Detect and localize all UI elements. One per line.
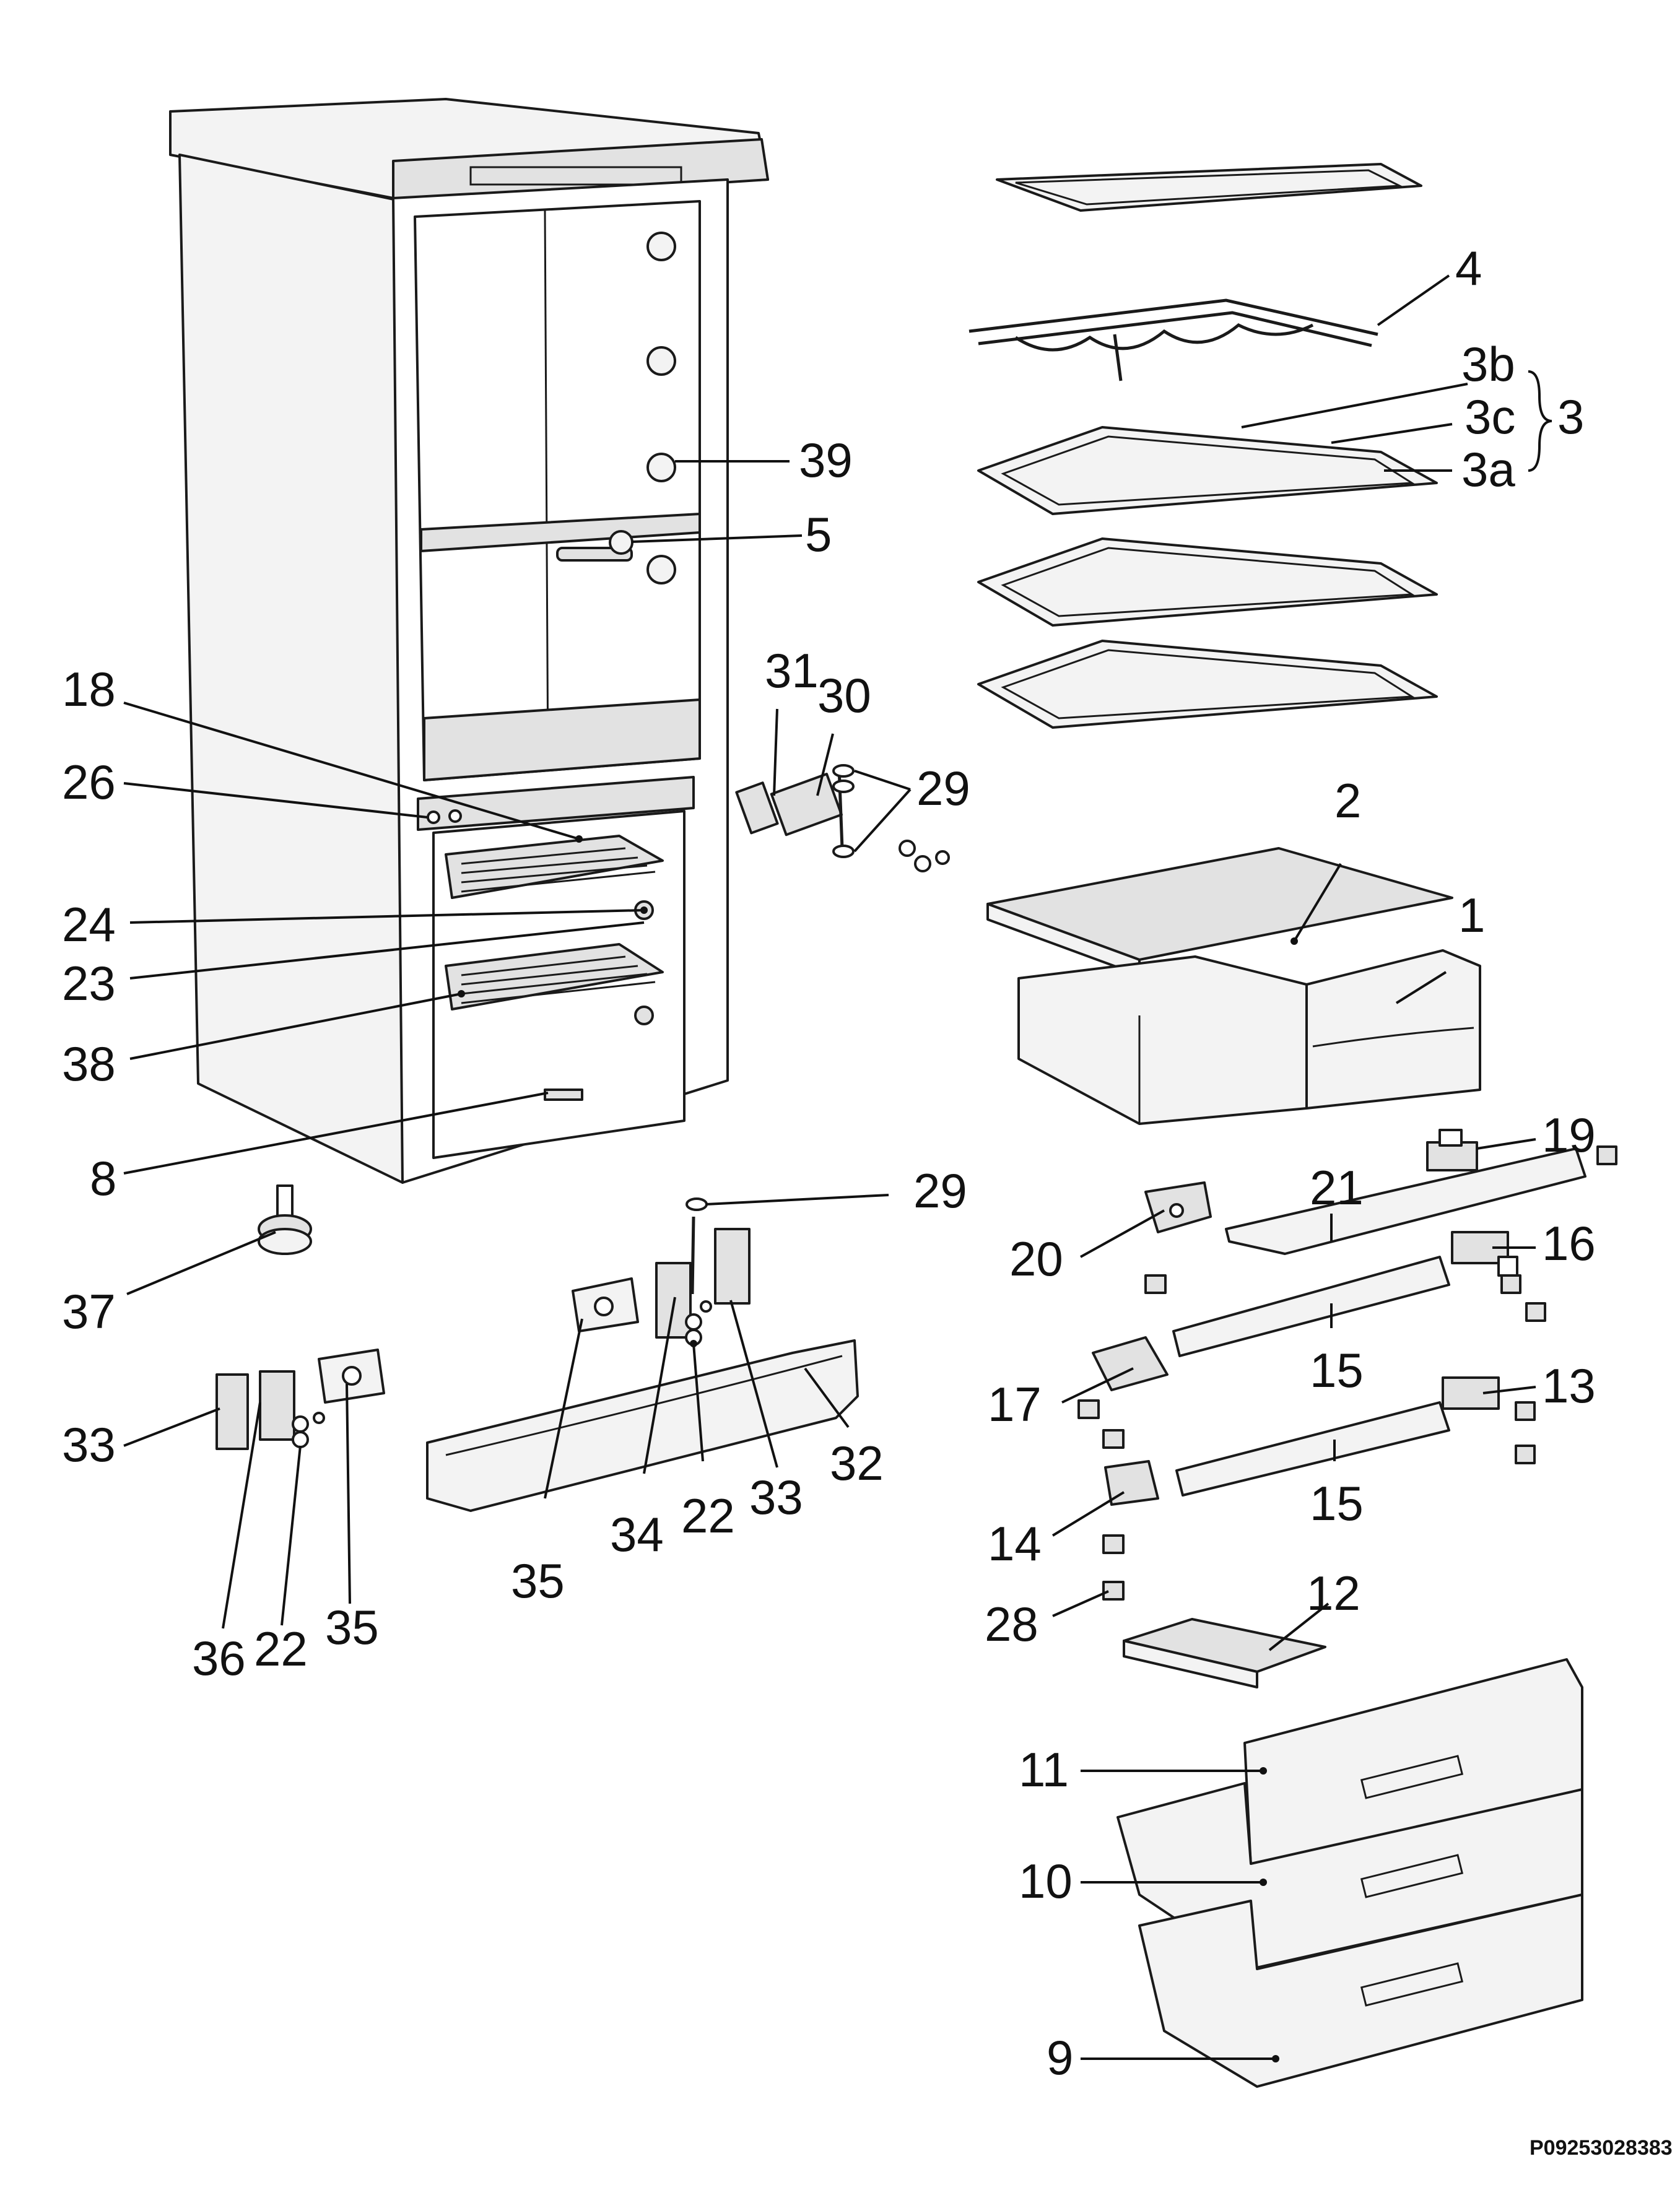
label-20: 20 <box>1009 1232 1063 1286</box>
label-3: 3 <box>1557 389 1584 444</box>
label-2: 2 <box>1334 773 1361 828</box>
flap-bracket-14 <box>1104 1460 1159 1506</box>
label-23: 23 <box>62 956 116 1010</box>
label-37: 37 <box>62 1284 116 1339</box>
label-33-left: 33 <box>62 1417 116 1472</box>
lower-door-hinge <box>655 1197 751 1346</box>
label-22-left: 22 <box>254 1622 308 1676</box>
crisper-drawer-left <box>1017 955 1308 1125</box>
flap-bar-15-lower <box>1175 1401 1450 1497</box>
label-14: 14 <box>988 1516 1042 1571</box>
flap-bracket-17 <box>1092 1336 1169 1391</box>
label-26: 26 <box>62 755 116 809</box>
label-24: 24 <box>62 897 116 952</box>
wine-rack <box>968 298 1378 381</box>
shelf-support-pegs <box>646 232 676 584</box>
crisper-cover <box>986 847 1453 976</box>
label-32: 32 <box>830 1436 884 1490</box>
label-31: 31 <box>765 643 819 698</box>
label-10: 10 <box>1019 1854 1073 1908</box>
label-19: 19 <box>1542 1108 1596 1162</box>
label-3a: 3a <box>1461 442 1515 497</box>
label-16: 16 <box>1542 1216 1596 1271</box>
flap-bracket-20 <box>1144 1181 1212 1233</box>
glass-shelf-top <box>996 163 1422 212</box>
label-9: 9 <box>1047 2030 1073 2085</box>
label-1: 1 <box>1458 888 1485 942</box>
label-35-left: 35 <box>325 1600 379 1654</box>
label-15-lower: 15 <box>1310 1476 1364 1531</box>
freezer-drawer-bottom <box>1138 1893 1583 2088</box>
drain-channel <box>544 1088 583 1101</box>
label-34: 34 <box>610 1507 664 1562</box>
label-29-lower: 29 <box>913 1163 967 1218</box>
hinge-cover-35 <box>572 1277 639 1332</box>
fridge-floor <box>423 698 701 781</box>
glass-shelf-middle <box>977 537 1438 627</box>
glass-shelf-lower <box>977 640 1438 729</box>
leader-lines <box>123 274 1552 2060</box>
evaporator-grid-lower <box>445 943 664 1010</box>
label-21: 21 <box>1310 1160 1364 1215</box>
label-28: 28 <box>985 1597 1038 1651</box>
label-39: 39 <box>799 433 853 487</box>
crisper-drawer-right <box>1305 949 1481 1110</box>
label-38: 38 <box>62 1036 116 1091</box>
control-panel <box>417 776 695 831</box>
label-11: 11 <box>1019 1742 1069 1797</box>
label-8: 8 <box>90 1151 116 1206</box>
flap-bar-15-upper <box>1172 1256 1450 1357</box>
leader-dots <box>458 835 1298 2062</box>
label-18: 18 <box>62 662 116 716</box>
label-22-right: 22 <box>681 1488 735 1543</box>
control-strip <box>469 166 682 186</box>
diagram-code: P09253028383 <box>1530 2136 1673 2160</box>
hinge-set-left <box>215 1349 385 1450</box>
ice-cube-tray <box>1123 1618 1326 1688</box>
cabinet <box>169 98 769 1184</box>
flap-bar-21 <box>1225 1147 1586 1255</box>
upper-hinge-assembly <box>735 764 950 872</box>
label-5: 5 <box>805 507 832 562</box>
label-35-right: 35 <box>511 1553 565 1608</box>
evaporator-grid-upper <box>445 835 664 899</box>
label-30: 30 <box>817 668 871 723</box>
flap-hinge-19 <box>1426 1129 1478 1171</box>
clip-parts <box>1077 1145 1617 1601</box>
label-4: 4 <box>1455 241 1482 295</box>
cabinet-top-front <box>392 138 769 206</box>
part-labels: 4 3b 3c 3a 3 39 5 18 26 24 23 38 8 37 33… <box>62 241 1673 2160</box>
label-3b: 3b <box>1461 337 1515 391</box>
label-13: 13 <box>1542 1358 1596 1413</box>
label-36: 36 <box>192 1631 246 1685</box>
label-29-upper: 29 <box>916 761 970 815</box>
label-12: 12 <box>1307 1566 1360 1620</box>
fridge-divider <box>420 513 701 552</box>
label-17: 17 <box>988 1377 1042 1432</box>
fridge-compartment <box>414 200 701 781</box>
glass-shelf-assembly <box>977 426 1438 515</box>
flap-hinge-16 <box>1451 1231 1518 1277</box>
label-33-right: 33 <box>749 1470 803 1524</box>
adjustable-foot <box>258 1184 312 1255</box>
door-shelf <box>426 1339 859 1512</box>
label-15-upper: 15 <box>1310 1343 1364 1397</box>
label-3c: 3c <box>1465 389 1515 444</box>
